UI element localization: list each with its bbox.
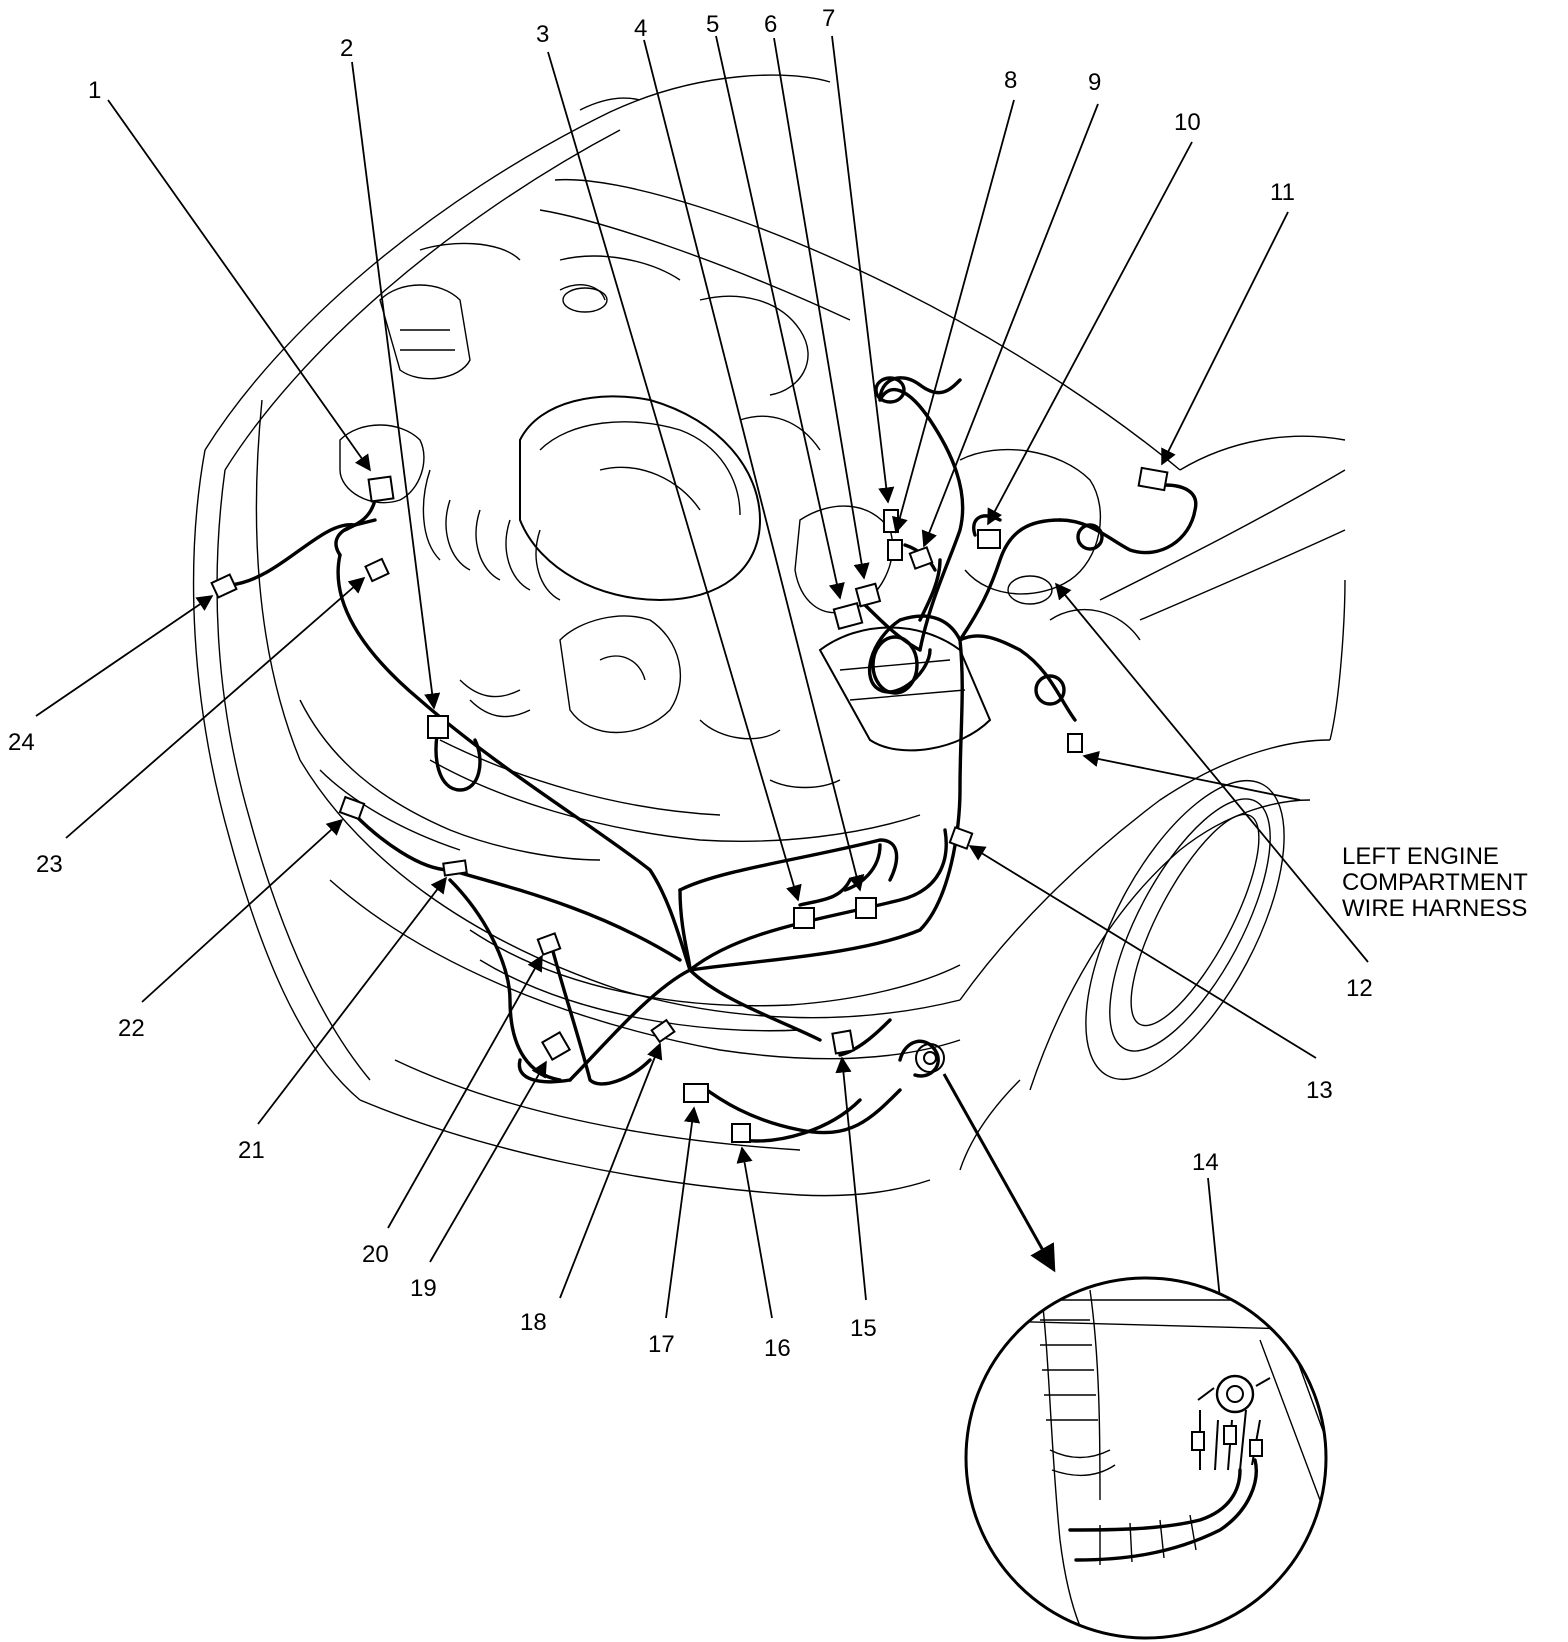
connector-23 <box>364 557 390 583</box>
connector-13 <box>948 826 974 850</box>
connector-3 <box>793 907 815 929</box>
connector-4 <box>855 897 877 919</box>
harness-label-line-2: COMPARTMENT <box>1342 869 1528 896</box>
callout-20: 20 <box>362 1241 389 1268</box>
callout-16: 16 <box>764 1335 791 1362</box>
callout-2: 2 <box>340 35 353 62</box>
connector-18 <box>650 1018 676 1044</box>
connector-15 <box>831 1029 855 1055</box>
detail-inset <box>964 1276 1328 1640</box>
connector-24 <box>210 573 238 599</box>
harness-label: LEFT ENGINE COMPARTMENT WIRE HARNESS <box>1342 843 1528 922</box>
connector-22 <box>338 795 366 821</box>
callout-5: 5 <box>706 11 719 38</box>
connector-6 <box>854 582 882 608</box>
callout-7: 7 <box>822 5 835 32</box>
connector-9 <box>908 546 934 570</box>
connector-12 <box>1067 733 1083 753</box>
callout-12: 12 <box>1346 975 1373 1002</box>
callout-18: 18 <box>520 1309 547 1336</box>
callout-10: 10 <box>1174 109 1201 136</box>
connectors <box>210 466 1169 1143</box>
vehicle-body-outline <box>192 74 1346 1197</box>
callout-9: 9 <box>1088 69 1101 96</box>
callout-15: 15 <box>850 1315 877 1342</box>
callout-4: 4 <box>634 15 647 42</box>
connector-7 <box>883 509 899 533</box>
callout-numbers: 1 2 3 4 5 6 7 8 9 10 11 12 13 14 15 16 1… <box>8 5 1373 1362</box>
connector-21 <box>442 859 468 877</box>
callout-3: 3 <box>536 21 549 48</box>
connector-20 <box>536 932 562 956</box>
harness-label-line-3: WIRE HARNESS <box>1342 895 1527 922</box>
callout-6: 6 <box>764 11 777 38</box>
connector-8 <box>887 539 903 561</box>
callout-21: 21 <box>238 1137 265 1164</box>
callout-19: 19 <box>410 1275 437 1302</box>
connector-5 <box>832 602 864 630</box>
connector-19 <box>540 1030 572 1062</box>
connector-1 <box>367 475 395 503</box>
connector-16 <box>731 1123 751 1143</box>
harness-label-line-1: LEFT ENGINE <box>1342 843 1499 870</box>
callout-8: 8 <box>1004 67 1017 94</box>
connector-10 <box>977 529 1001 549</box>
callout-17: 17 <box>648 1331 675 1358</box>
callout-23: 23 <box>36 851 63 878</box>
callout-22: 22 <box>118 1015 145 1042</box>
leader-lines <box>35 35 1369 1382</box>
engine-compartment <box>339 242 1141 842</box>
connector-2 <box>427 715 449 739</box>
callout-14: 14 <box>1192 1149 1219 1176</box>
callout-11: 11 <box>1270 179 1295 206</box>
callout-13: 13 <box>1306 1077 1333 1104</box>
callout-1: 1 <box>88 77 101 104</box>
connector-17 <box>683 1083 709 1103</box>
connector-11 <box>1137 466 1169 492</box>
wire-harness <box>228 376 1198 1143</box>
callout-24: 24 <box>8 729 35 756</box>
